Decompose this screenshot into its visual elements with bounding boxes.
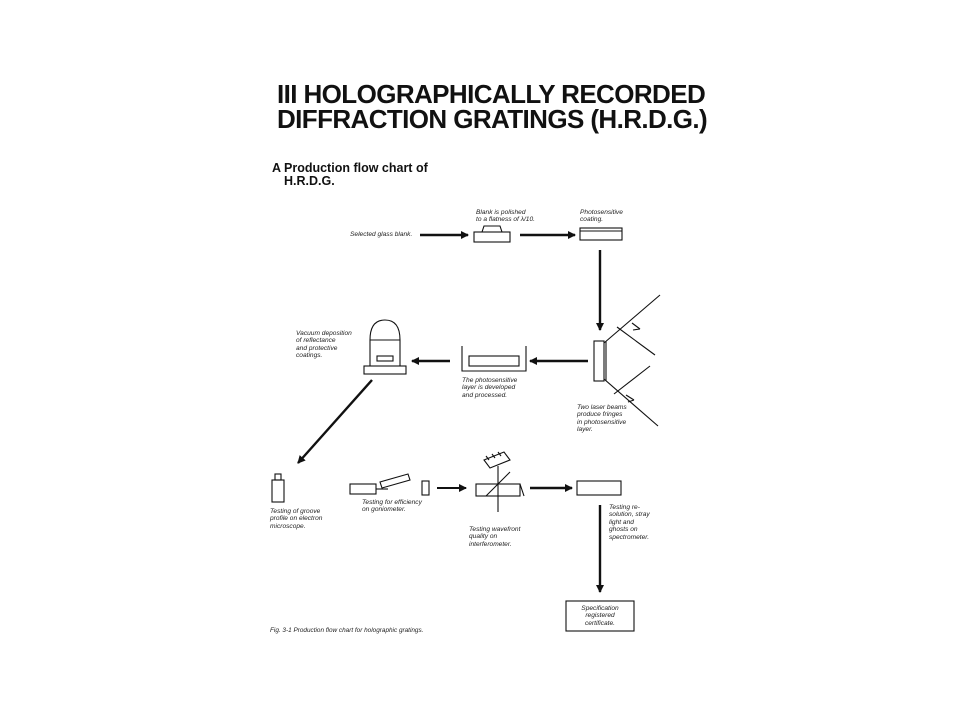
caption-laser: Two laser beams produce fringes in photo… xyxy=(577,404,627,434)
interferometer-icon xyxy=(475,451,525,512)
arrow-vacuum-to-groove xyxy=(297,379,373,464)
polished-blank-icon xyxy=(473,225,511,243)
title-line-2: DIFFRACTION GRATINGS (H.R.D.G.) xyxy=(277,104,708,134)
caption-polish: Blank is polished to a flatness of λ/10. xyxy=(476,209,535,224)
vacuum-chamber-icon xyxy=(363,319,407,375)
section-heading-line-2: H.R.D.G. xyxy=(284,174,335,188)
page-title: III HOLOGRAPHICALLY RECORDED DIFFRACTION… xyxy=(277,79,708,134)
title-line-1: III HOLOGRAPHICALLY RECORDED xyxy=(277,79,706,109)
developing-tank-icon xyxy=(461,346,527,372)
caption-certificate: Specification registered certificate. xyxy=(581,605,619,627)
caption-spectrometer: Testing re- solution, stray light and gh… xyxy=(609,504,650,541)
caption-coating: Photosensitive coating. xyxy=(580,209,623,224)
figure-caption: Fig. 3-1 Production flow chart for holog… xyxy=(270,627,424,634)
section-heading-line-1: Production flow chart of xyxy=(284,161,428,175)
spectrometer-icon xyxy=(576,480,622,496)
caption-develop: The photosensitive layer is developed an… xyxy=(462,377,518,399)
coated-blank-icon xyxy=(579,227,623,241)
electron-microscope-sample-icon xyxy=(271,473,285,503)
goniometer-icon xyxy=(349,473,430,496)
caption-groove: Testing of groove profile on electron mi… xyxy=(270,508,323,530)
section-label: A xyxy=(272,161,282,175)
laser-exposure-icon xyxy=(593,294,661,427)
caption-efficiency: Testing for efficiency on goniometer. xyxy=(362,499,422,514)
caption-selected-blank: Selected glass blank. xyxy=(350,231,413,238)
caption-wavefront: Testing wavefront quality on interferome… xyxy=(469,526,521,548)
caption-vacuum: Vacuum deposition of reflectance and pro… xyxy=(296,330,352,360)
certificate-box xyxy=(565,600,635,632)
